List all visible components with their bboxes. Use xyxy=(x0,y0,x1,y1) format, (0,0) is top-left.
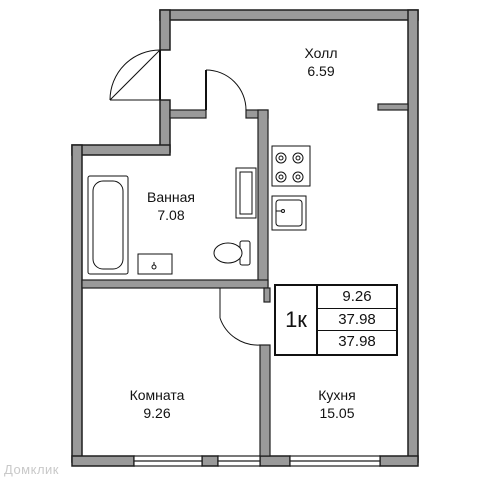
room-name: Комната xyxy=(129,387,185,403)
total-area-value-2: 37.98 xyxy=(338,333,376,351)
room-name: Ванная xyxy=(147,189,195,205)
kitchen-sink-icon xyxy=(271,195,307,231)
apartment-type: 1к xyxy=(276,286,318,354)
room-area: 9.26 xyxy=(143,405,171,421)
room-area: 6.59 xyxy=(307,63,335,79)
room-label-kitchen: Кухня 15.05 xyxy=(304,386,370,422)
bathtub-icon xyxy=(87,175,129,275)
area-legend: 1к 9.26 37.98 37.98 xyxy=(274,284,398,356)
stove-icon xyxy=(271,145,311,187)
legend-rows: 9.26 37.98 37.98 xyxy=(318,286,396,354)
living-area-value: 9.26 xyxy=(318,286,396,309)
total-area-value: 37.98 xyxy=(318,309,396,332)
sink-icon xyxy=(137,253,173,275)
room-area: 7.08 xyxy=(157,207,185,223)
room-label-room: Комната 9.26 xyxy=(117,386,197,422)
room-area: 15.05 xyxy=(319,405,355,421)
room-name: Холл xyxy=(304,45,338,61)
room-label-hall: Холл 6.59 xyxy=(296,44,346,80)
toilet-icon xyxy=(213,240,251,266)
room-name: Кухня xyxy=(318,387,356,403)
windows xyxy=(133,455,381,467)
doors xyxy=(109,49,261,346)
watermark: Домклик xyxy=(4,462,59,477)
washer-icon xyxy=(235,167,257,219)
room-label-bathroom: Ванная 7.08 xyxy=(141,188,201,224)
interior-walls xyxy=(81,103,409,457)
